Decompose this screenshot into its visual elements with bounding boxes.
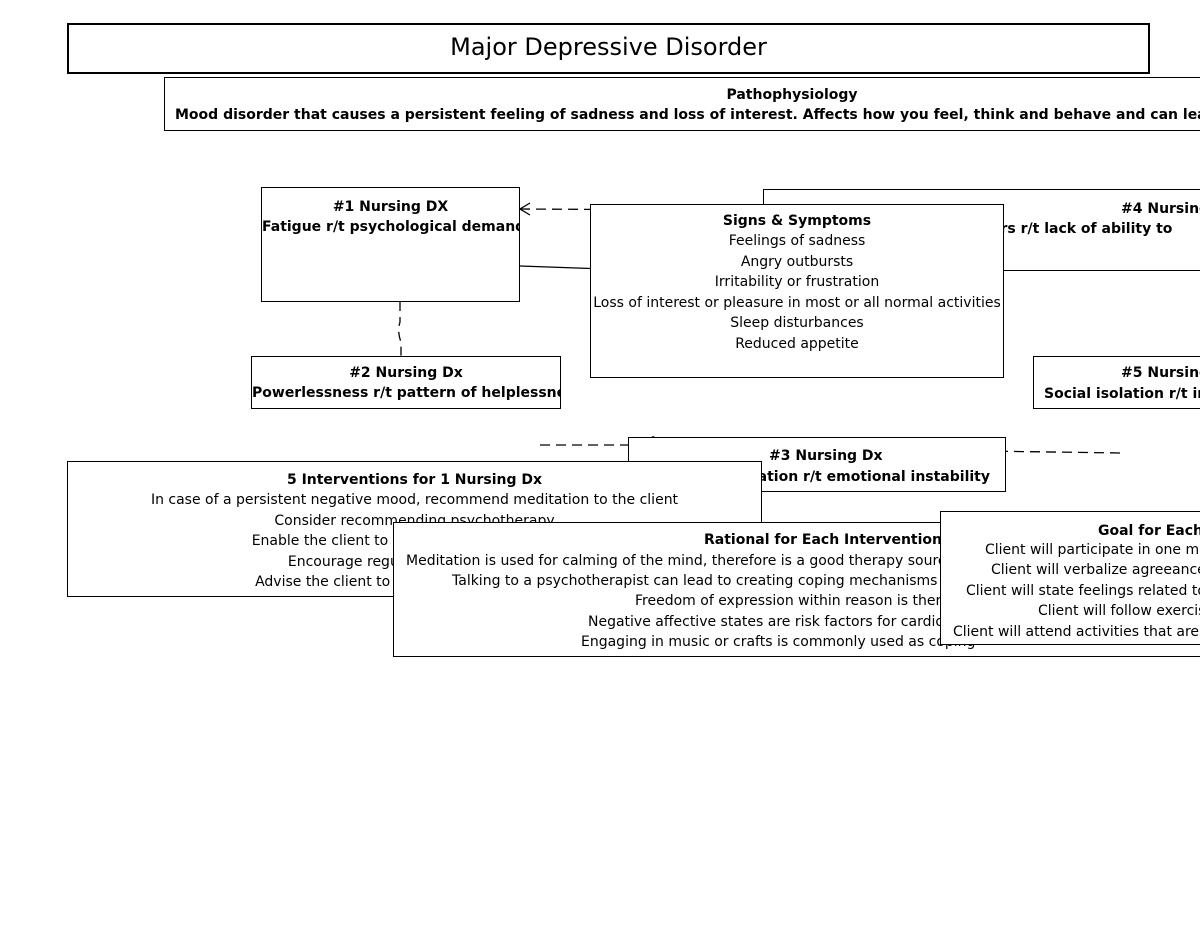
nursing-dx-5-box: #5 Nursing Dx Social isolation r/t ineff… <box>1033 356 1200 409</box>
signs-symptoms-content: Signs & Symptoms Feelings of sadness Ang… <box>591 211 1003 354</box>
symptom-item: Feelings of sadness <box>728 233 866 249</box>
goal-item: Client will state feelings related to cu… <box>966 583 1200 599</box>
nursing-dx-2-title: #2 Nursing Dx <box>349 365 463 381</box>
goals-box: Goal for Each Intervention Client will p… <box>940 511 1200 645</box>
pathophysiology-text: Mood disorder that causes a persistent f… <box>175 107 1200 123</box>
rationale-item: Negative affective states are risk facto… <box>588 614 1003 630</box>
nursing-dx-1-title: #1 Nursing DX <box>332 199 449 215</box>
interventions-header: 5 Interventions for 1 Nursing Dx <box>286 472 543 488</box>
arrowhead-left <box>518 202 531 216</box>
nursing-dx-2-box: #2 Nursing Dx Powerlessness r/t pattern … <box>251 356 561 409</box>
symptom-item: Reduced appetite <box>735 335 859 352</box>
goal-item: Client will verbalize agreeance to <box>991 562 1200 578</box>
connector-dx1-dx2 <box>398 302 402 356</box>
rationale-item: Meditation is used for calming of the mi… <box>406 553 978 569</box>
pathophysiology-box: Pathophysiology Mood disorder that cause… <box>164 77 1200 131</box>
symptom-item: Sleep disturbances <box>730 315 864 331</box>
nursing-dx-1-text: Fatigue r/t psychological demands <box>262 219 520 235</box>
signs-symptoms-box: Signs & Symptoms Feelings of sadness Ang… <box>590 204 1004 378</box>
goal-item: Client will attend activities that are o… <box>953 624 1200 640</box>
pathophysiology-header: Pathophysiology <box>726 87 858 103</box>
goals-header: Goal for Each Intervention <box>1098 523 1200 539</box>
nursing-dx-2-text: Powerlessness r/t pattern of helplessnes… <box>252 385 561 401</box>
nursing-dx-3-title: #3 Nursing Dx <box>769 448 883 464</box>
intervention-item: In case of a persistent negative mood, r… <box>150 492 679 508</box>
symptom-item: Loss of interest or pleasure in most or … <box>593 294 1001 311</box>
rationale-header: Rational for Each Interventions <box>704 532 951 548</box>
signs-symptoms-header: Signs & Symptoms <box>722 213 872 229</box>
nursing-dx-5-title: #5 Nursing Dx <box>1121 365 1200 381</box>
rationale-item: Freedom of expression within reason is t… <box>635 593 994 609</box>
title-box: Major Depressive Disorder <box>67 23 1150 74</box>
rationale-item: Engaging in music or crafts is commonly … <box>581 634 976 650</box>
nursing-dx-1-box: #1 Nursing DX Fatigue r/t psychological … <box>261 187 520 302</box>
rationale-item: Talking to a psychotherapist can lead to… <box>452 573 980 589</box>
goal-item: Client will follow exercise <box>1038 603 1200 619</box>
page-title: Major Depressive Disorder <box>450 33 767 61</box>
nursing-dx-5-text: Social isolation r/t ineffective <box>1044 386 1200 402</box>
symptom-item: Irritability or frustration <box>714 274 880 290</box>
goal-item: Client will participate in one meditatio… <box>985 542 1200 558</box>
symptom-item: Angry outbursts <box>740 253 854 270</box>
nursing-dx-4-title: #4 Nursing Dx <box>1121 201 1200 217</box>
